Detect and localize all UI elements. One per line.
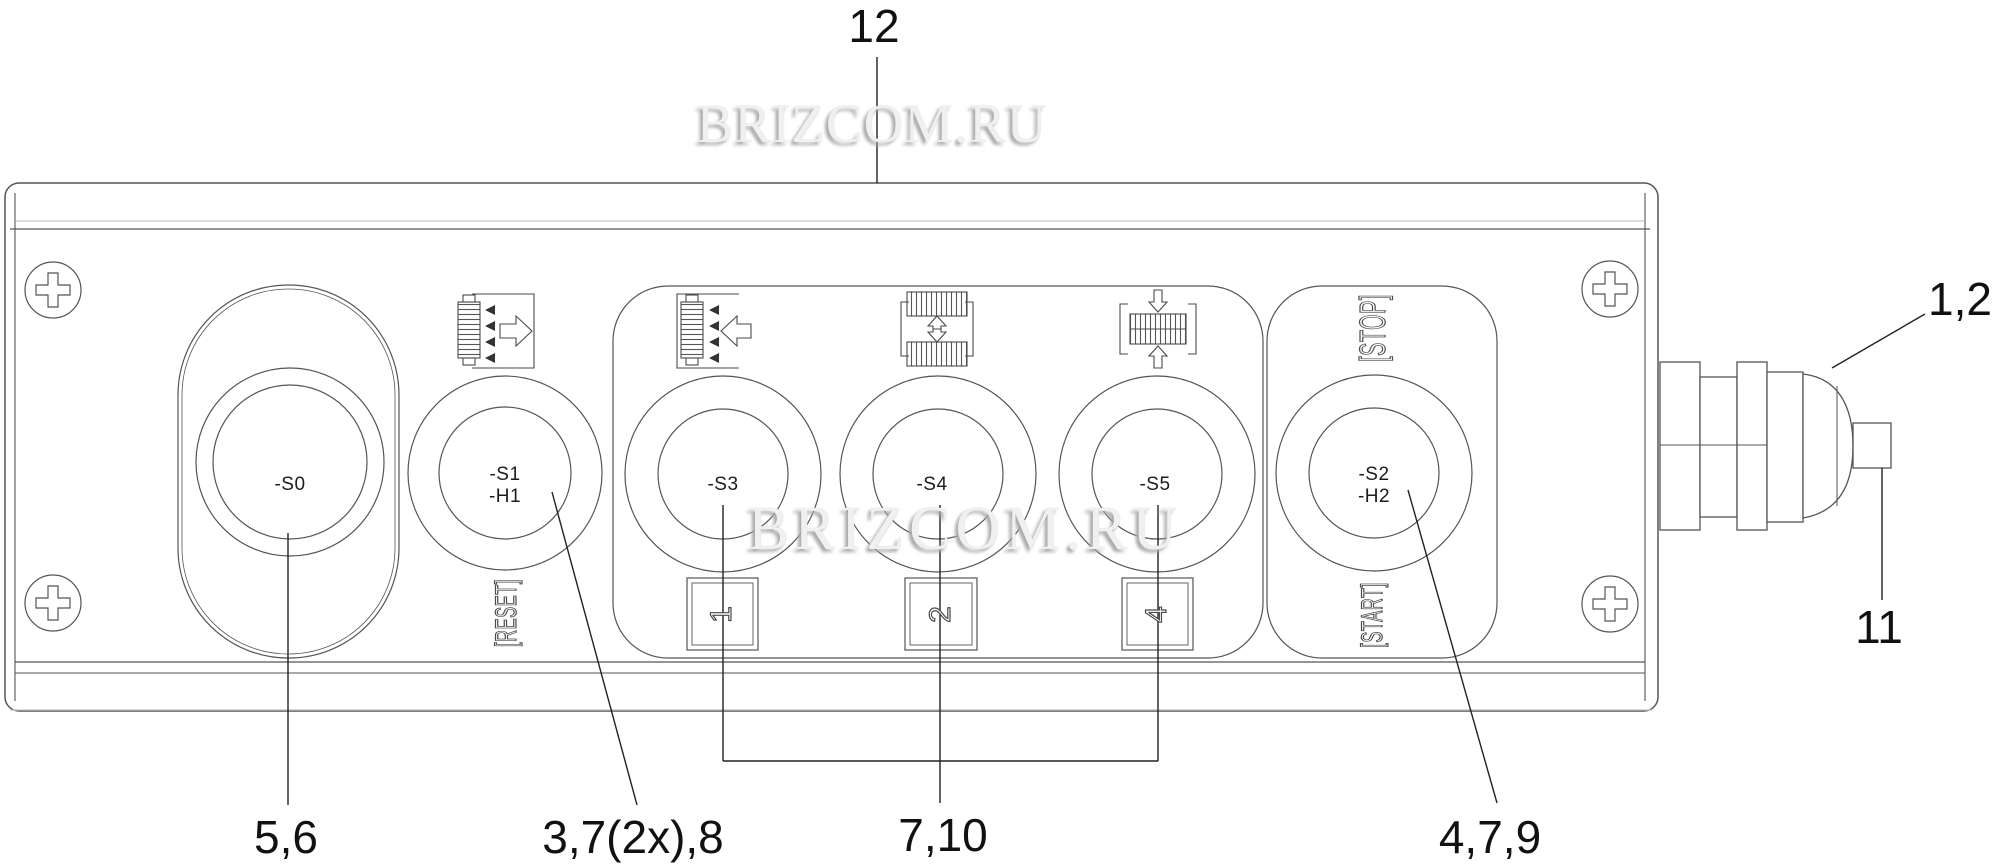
button-s1-label: -S1 -H1: [488, 464, 522, 507]
button-group-outlines: [177, 284, 1498, 659]
engraving-reset: [RESET]: [490, 578, 524, 648]
cable-gland: [1659, 361, 1892, 531]
callout-3-7-8: 3,7(2x),8: [542, 811, 724, 863]
button-s1[interactable]: [407, 375, 603, 571]
key-release-arrow-left-icon: [676, 293, 752, 369]
button-s4[interactable]: [839, 375, 1037, 573]
button-s0[interactable]: [195, 367, 385, 557]
jog-press-icon: [1119, 289, 1197, 369]
callout-7-10: 7,10: [898, 809, 988, 861]
button-s3-label: -S3: [707, 474, 739, 495]
engraving-stop: [STOP]: [1352, 294, 1394, 363]
gland-nut: [1852, 422, 1892, 469]
key-release-arrow-right-icon: [457, 293, 535, 369]
engraving-key-2: 2: [923, 605, 957, 624]
button-s0-label: -S0: [274, 474, 306, 495]
engraving-key-1: 1: [704, 605, 738, 624]
screw-bottom-left: [24, 574, 82, 632]
button-s2-label: -S2 -H2: [1357, 464, 1391, 507]
screw-top-left: [24, 261, 82, 319]
screw-top-right: [1581, 260, 1639, 318]
jog-up-down-icon: [900, 291, 974, 367]
callout-leader-lines: [287, 57, 1926, 806]
callout-1-2: 1,2: [1928, 273, 1992, 325]
callout-4-7-9: 4,7,9: [1438, 811, 1542, 863]
button-s5[interactable]: [1058, 375, 1256, 573]
callout-12: 12: [848, 0, 900, 52]
engraving-key-4: 4: [1139, 605, 1173, 624]
pushbuttons: [195, 367, 1473, 573]
button-s2[interactable]: [1275, 374, 1473, 572]
button-s5-label: -S5: [1139, 474, 1171, 495]
enclosure-outline: [4, 182, 1659, 712]
callout-11: 11: [1855, 601, 1903, 653]
button-s4-label: -S4: [916, 474, 948, 495]
callout-5-6: 5,6: [254, 811, 318, 863]
screw-bottom-right: [1581, 575, 1639, 633]
engraving-start: [START]: [1356, 582, 1390, 648]
